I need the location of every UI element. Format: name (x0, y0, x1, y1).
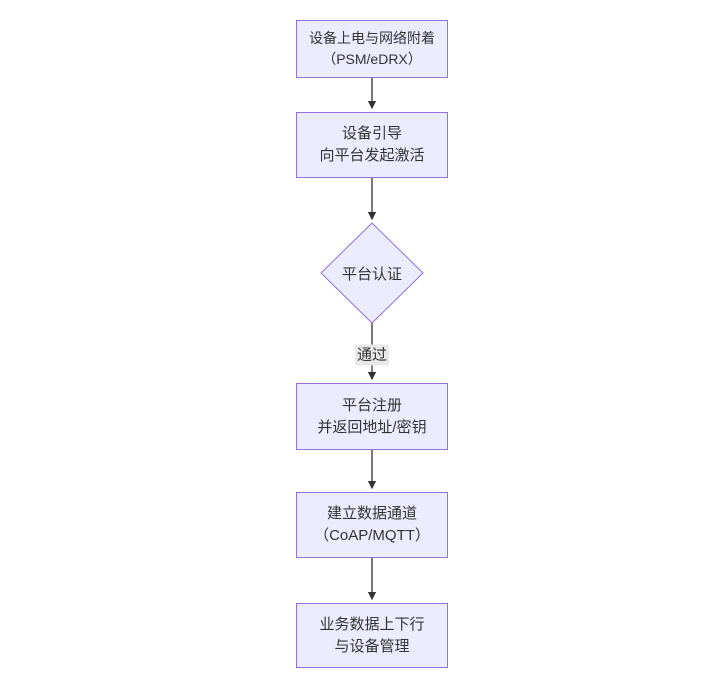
node-device-bootstrap: 设备引导 向平台发起激活 (296, 112, 448, 178)
node-power-on-network-attach: 设备上电与网络附着 （PSM/eDRX） (296, 20, 448, 78)
node-label-line: 并返回地址/密钥 (317, 418, 427, 436)
node-label-line: 平台注册 (341, 396, 402, 414)
node-platform-register: 平台注册 并返回地址/密钥 (296, 383, 448, 450)
node-label-line: 业务数据上下行 (319, 615, 425, 633)
node-business-data: 业务数据上下行 与设备管理 (296, 603, 448, 668)
node-label-line: （PSM/eDRX） (322, 51, 422, 67)
node-label-line: 平台认证 (341, 265, 402, 283)
decision-diamond-platform-auth (320, 222, 424, 324)
node-label-line: 向平台发起激活 (319, 147, 425, 164)
node-data-channel: 建立数据通道 （CoAP/MQTT） (296, 492, 448, 558)
edge-label-pass: 通过 (354, 344, 390, 366)
node-label-line: 设备上电与网络附着 (309, 30, 435, 46)
node-label-line: 设备引导 (341, 125, 402, 142)
node-label-line: （CoAP/MQTT） (314, 527, 430, 544)
decision-label-platform-auth: 平台认证 (296, 261, 448, 285)
node-label-line: 与设备管理 (334, 637, 410, 655)
node-label-line: 建立数据通道 (326, 505, 417, 522)
